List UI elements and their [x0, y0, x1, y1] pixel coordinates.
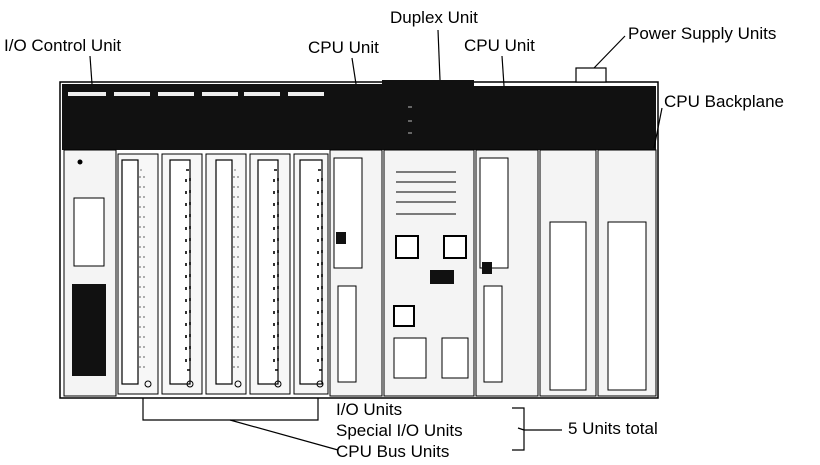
leader-lines	[89, 29, 663, 451]
cpu-unit-right-card	[483, 285, 503, 383]
power-supply-unit-2-window	[607, 221, 647, 391]
duplex-unit-panel-right	[441, 337, 469, 379]
cpu-unit-left-card	[337, 285, 357, 383]
slot-label-strips	[68, 92, 324, 96]
cpu-unit-right-panel	[479, 157, 509, 269]
top-black-band-duplex	[382, 80, 474, 150]
label-units-total: 5 Units total	[568, 419, 658, 438]
label-cpu-unit-left: CPU Unit	[308, 38, 379, 57]
power-supply-top-cap	[575, 67, 607, 83]
label-cpu-bus-units: CPU Bus Units	[336, 442, 450, 461]
duplex-unit-port	[393, 305, 415, 327]
cpu-unit-right-switch	[482, 262, 492, 274]
label-cpu-unit-right: CPU Unit	[464, 36, 535, 55]
label-power-supply-units: Power Supply Units	[628, 24, 777, 43]
top-black-band-right	[474, 86, 656, 150]
duplex-unit-panel-left	[393, 337, 427, 379]
power-supply-unit-1-window	[549, 221, 587, 391]
slot-bottom-screws	[144, 380, 324, 388]
duplex-unit-dip-switches	[430, 270, 454, 284]
duplex-unit-connector-b	[443, 235, 467, 259]
terminal-blocks	[121, 159, 323, 385]
duplex-unit-connector-a	[395, 235, 419, 259]
label-io-control-unit: I/O Control Unit	[4, 36, 122, 55]
label-cpu-backplane: CPU Backplane	[664, 92, 785, 111]
io-control-unit-window	[73, 197, 105, 267]
label-duplex-unit: Duplex Unit	[390, 8, 478, 27]
cpu-unit-left-switch	[336, 232, 346, 244]
label-io-units: I/O Units	[336, 400, 403, 419]
io-control-unit-black-block	[72, 284, 106, 376]
duplex-leds	[408, 106, 412, 134]
label-special-io-units: Special I/O Units	[336, 421, 463, 440]
terminal-screws	[139, 169, 323, 371]
cpu-unit-left-panel	[333, 157, 363, 269]
io-control-unit-indicator	[77, 159, 83, 165]
duplex-unit-status-lines	[396, 171, 456, 215]
